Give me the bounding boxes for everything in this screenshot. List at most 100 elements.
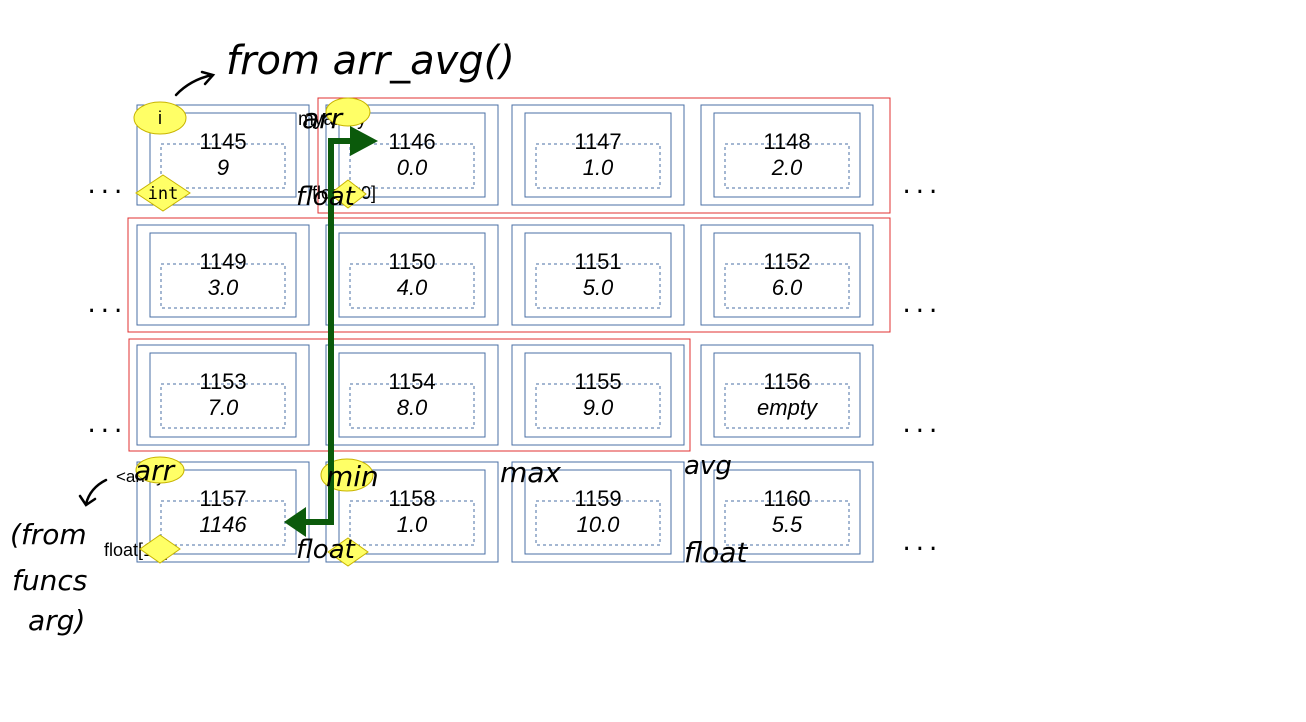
cell-value: 5.5 [772, 512, 803, 537]
note-arr-top: arr [302, 102, 344, 135]
cell-inner-box [713, 469, 861, 555]
cell-inner-box [524, 469, 672, 555]
hand-arrow [174, 70, 216, 97]
cell-value-box [349, 500, 475, 546]
note-from-line2: funcs [12, 564, 87, 597]
cell-address: 1159 [574, 486, 621, 511]
int-tag-label: int [148, 184, 179, 204]
row-ellipses: ... ... ... ... ... ... ... [85, 174, 940, 556]
cell-value: 9 [217, 155, 229, 180]
cell-address: 1149 [199, 249, 246, 274]
cell-inner-box [713, 112, 861, 198]
ellipsis: ... [900, 413, 940, 438]
cell-inner-box [149, 352, 297, 438]
param-type-tag [139, 534, 181, 564]
cell-address: 1160 [763, 486, 810, 511]
i-tag: i [133, 101, 187, 135]
array-group-outline [317, 97, 891, 214]
ellipsis: ... [900, 293, 940, 318]
note-avg: avg [684, 451, 732, 481]
ellipsis: ... [85, 293, 125, 318]
cell-value: 1.0 [397, 512, 428, 537]
cell-value: 2.0 [771, 155, 803, 180]
cell-address: 1148 [763, 129, 810, 154]
cell-inner-box [149, 232, 297, 318]
cell-address: 1150 [388, 249, 435, 274]
cell-inner-box [338, 469, 486, 555]
ellipsis: ... [85, 174, 125, 199]
handwritten-notes: from arr_avg() arr float arr min max avg… [10, 38, 748, 637]
cell-address: 1151 [574, 249, 621, 274]
note-from-arr-avg: from arr_avg() [226, 38, 515, 84]
cell-value-box [724, 500, 850, 546]
cell-inner-box [713, 232, 861, 318]
cell-address: 1153 [199, 369, 246, 394]
cell-inner-box [524, 232, 672, 318]
array-group-outline [127, 217, 891, 333]
cell-value-box [535, 500, 661, 546]
cell-inner-box [524, 352, 672, 438]
cell-address: 1155 [574, 369, 621, 394]
cell-value-box [160, 263, 286, 309]
min-type-tag [327, 537, 369, 567]
note-min: min [326, 460, 379, 493]
note-from-line3: arg) [28, 604, 85, 637]
cell-address: 1154 [388, 369, 435, 394]
cell-value-box [535, 143, 661, 189]
cell-inner-box [149, 112, 297, 198]
cell-inner-box [713, 352, 861, 438]
int-type-tag: int [135, 174, 191, 212]
cell-value-box [349, 383, 475, 429]
array-group-outline [128, 338, 691, 452]
cell-value: 9.0 [583, 395, 614, 420]
cell-address: 1157 [199, 486, 246, 511]
cell-value: 3.0 [208, 275, 239, 300]
cell-inner-box [149, 469, 297, 555]
cell-value-box [724, 383, 850, 429]
note-float-top: float [296, 182, 356, 212]
memory-cells: 1145911460.011471.011482.011493.011504.0… [136, 104, 874, 563]
cell-value: 0.0 [397, 155, 428, 180]
note-from-line1: (from [10, 518, 87, 551]
float-type-tag [329, 179, 367, 209]
cell-value: 1.0 [583, 155, 614, 180]
cell-address: 1156 [763, 369, 810, 394]
cell-value: 8.0 [397, 395, 428, 420]
cell-address: 1147 [574, 129, 621, 154]
note-arr-bottom: arr [134, 454, 176, 487]
cell-inner-box [524, 112, 672, 198]
cell-value-box [349, 143, 475, 189]
cell-value-box [724, 143, 850, 189]
note-float-avg: float [684, 536, 748, 569]
cell-value: empty [757, 395, 819, 420]
ellipsis: ... [900, 174, 940, 199]
arr-param-tag [135, 456, 185, 484]
cell-value-box [160, 500, 286, 546]
cell-address: 1146 [388, 129, 435, 154]
cell-value-box [160, 143, 286, 189]
cell-address: 1158 [388, 486, 435, 511]
i-tag-label: i [158, 108, 162, 128]
cell-inner-box [338, 232, 486, 318]
cell-value-box [724, 263, 850, 309]
cell-value-box [349, 263, 475, 309]
note-float-min: float [296, 535, 356, 565]
cell-value: 7.0 [208, 395, 239, 420]
ellipsis: ... [900, 531, 940, 556]
cell-address: 1152 [763, 249, 810, 274]
cell-value-box [160, 383, 286, 429]
array-name-tag [325, 97, 371, 127]
cell-value: 4.0 [397, 275, 428, 300]
